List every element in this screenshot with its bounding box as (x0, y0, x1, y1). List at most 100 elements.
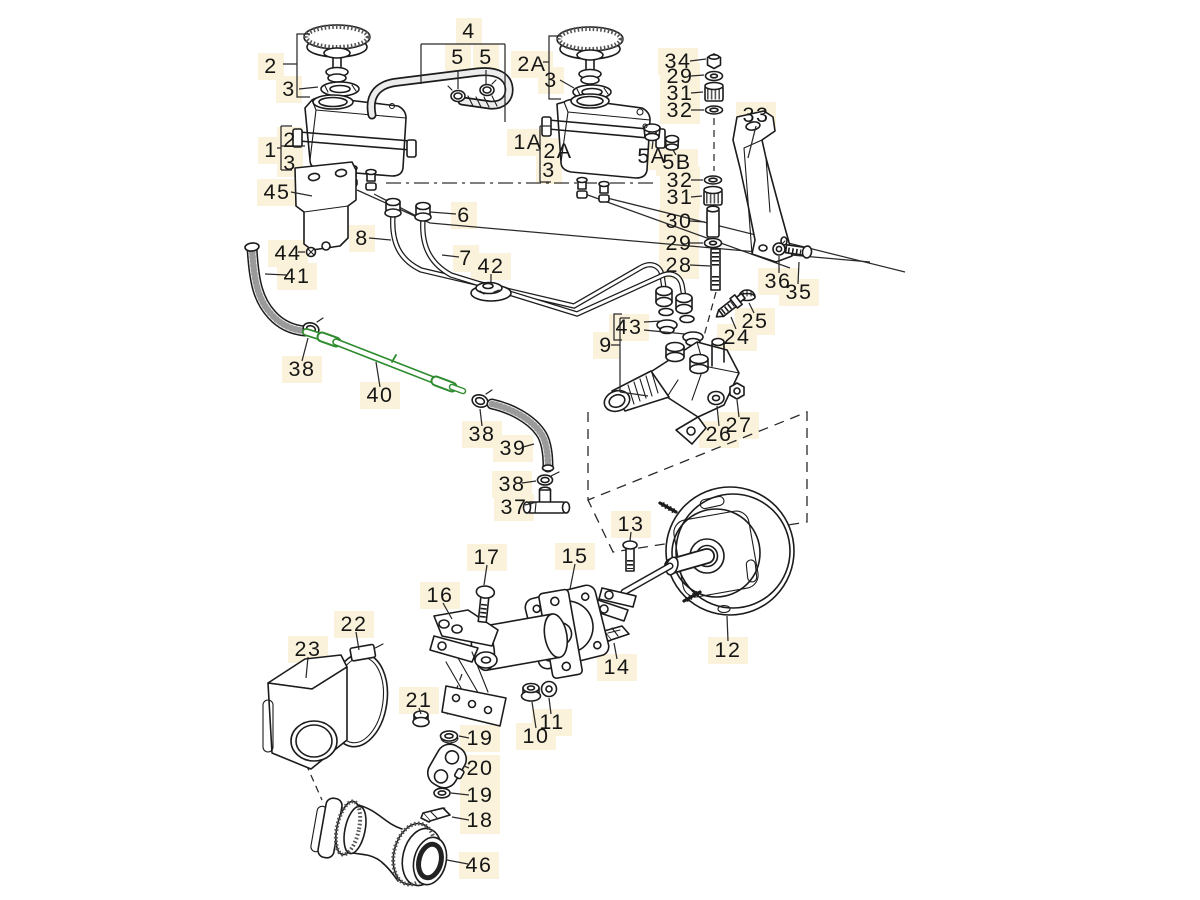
callout-40: 40 (367, 383, 394, 407)
connecting-hose-4 (366, 67, 514, 120)
hardware-column (703, 53, 724, 291)
callout-38-b: 38 (469, 422, 496, 446)
callout-39: 39 (500, 436, 527, 460)
grommet-5A (642, 123, 661, 142)
chimney-port (711, 337, 725, 367)
protective-cover-23 (262, 654, 348, 770)
hose-41 (244, 242, 311, 337)
callout-12: 12 (715, 638, 742, 662)
washer-11 (540, 680, 558, 698)
callout-1-3: 3 (283, 151, 296, 175)
brake-booster-12 (593, 486, 795, 622)
cylinder-snout (603, 370, 670, 413)
callout-2A: 2A (517, 52, 546, 76)
callout-33: 33 (743, 103, 770, 127)
callout-42: 42 (478, 254, 505, 278)
callout-1A: 1A (513, 130, 542, 154)
washer-32b (703, 175, 723, 185)
callout-21: 21 (406, 688, 433, 712)
grommet-42 (470, 281, 512, 302)
bushing-31 (704, 81, 724, 102)
cap-seal (320, 81, 360, 97)
callout-41: 41 (284, 264, 311, 288)
callout-36: 36 (765, 269, 792, 293)
mounting-bracket-45 (294, 161, 357, 251)
callout-29: 29 (667, 64, 694, 88)
nut-27 (729, 382, 745, 400)
reservoir-ports (665, 341, 709, 375)
callout-23: 23 (295, 637, 322, 661)
spacer-30 (706, 205, 720, 238)
callout-31: 31 (667, 81, 694, 105)
callout-44: 44 (275, 241, 302, 265)
callout-5-a: 5 (451, 45, 464, 69)
callout-37: 37 (501, 495, 528, 519)
clevis-fork (593, 587, 637, 622)
callout-10: 10 (523, 724, 550, 748)
clamp-38-b (471, 389, 493, 409)
cap-21 (412, 710, 430, 728)
callout-14: 14 (604, 655, 631, 679)
callout-8: 8 (355, 226, 368, 250)
callout-17: 17 (474, 545, 501, 569)
washer-26 (707, 390, 725, 406)
callout-22: 22 (341, 612, 368, 636)
callout-16: 16 (427, 583, 454, 607)
callout-15: 15 (562, 544, 589, 568)
bushing-31b (703, 185, 723, 206)
clip-18 (420, 807, 451, 823)
hose-clamp-5-right (479, 79, 497, 97)
callout-7: 7 (459, 246, 472, 270)
callout-30: 30 (666, 209, 693, 233)
callout-3-left: 3 (282, 77, 295, 101)
mounting-foot (675, 416, 707, 445)
callout-38-a: 38 (289, 357, 316, 381)
callout-6: 6 (457, 203, 470, 227)
bracket-assembly-16 (429, 588, 583, 727)
washer-29 (704, 70, 724, 82)
callout-19-b: 19 (467, 783, 494, 807)
hose-39 (486, 398, 555, 473)
reference-lines (305, 118, 906, 801)
bellows-46 (310, 797, 448, 887)
washer-32 (704, 105, 724, 115)
support-bracket-33 (732, 110, 793, 263)
stud-28 (710, 248, 721, 291)
clevis-pin-13 (622, 540, 638, 572)
union-fitting-8 (384, 197, 402, 218)
reservoir-right-outlets (576, 176, 610, 203)
callout-45: 45 (264, 180, 291, 204)
callout-5B: 5B (662, 150, 691, 174)
callout-38-c: 38 (499, 472, 526, 496)
callout-3-right: 3 (544, 68, 557, 92)
lock-washer-36 (772, 240, 786, 256)
lever-20 (426, 743, 468, 789)
grommet-19-b (433, 787, 451, 799)
union-fitting-6 (414, 201, 432, 222)
nut-34 (706, 53, 722, 70)
callout-35: 35 (786, 280, 813, 304)
t-fitting-37 (522, 486, 571, 514)
plug-5B (664, 134, 680, 151)
reservoir-right (541, 93, 680, 203)
reservoir-cap (303, 24, 371, 83)
hose-clamp-5-left (447, 85, 466, 103)
callout-32-b: 32 (667, 168, 694, 192)
screw-35 (784, 243, 813, 259)
callout-27: 27 (726, 413, 753, 437)
clamp-38-c (536, 471, 560, 486)
callout-19-a: 19 (467, 726, 494, 750)
callout-leader-lines (264, 33, 800, 865)
screw-44 (305, 246, 317, 258)
callout-5A: 5A (637, 144, 666, 168)
callout-1A-3: 3 (542, 158, 555, 182)
callout-20: 20 (467, 756, 494, 780)
supply-pipes (384, 197, 687, 317)
callout-25: 25 (742, 309, 769, 333)
callout-26: 26 (706, 422, 733, 446)
callout-46: 46 (466, 853, 493, 877)
pushrod (620, 548, 715, 596)
nut-10 (520, 682, 542, 702)
